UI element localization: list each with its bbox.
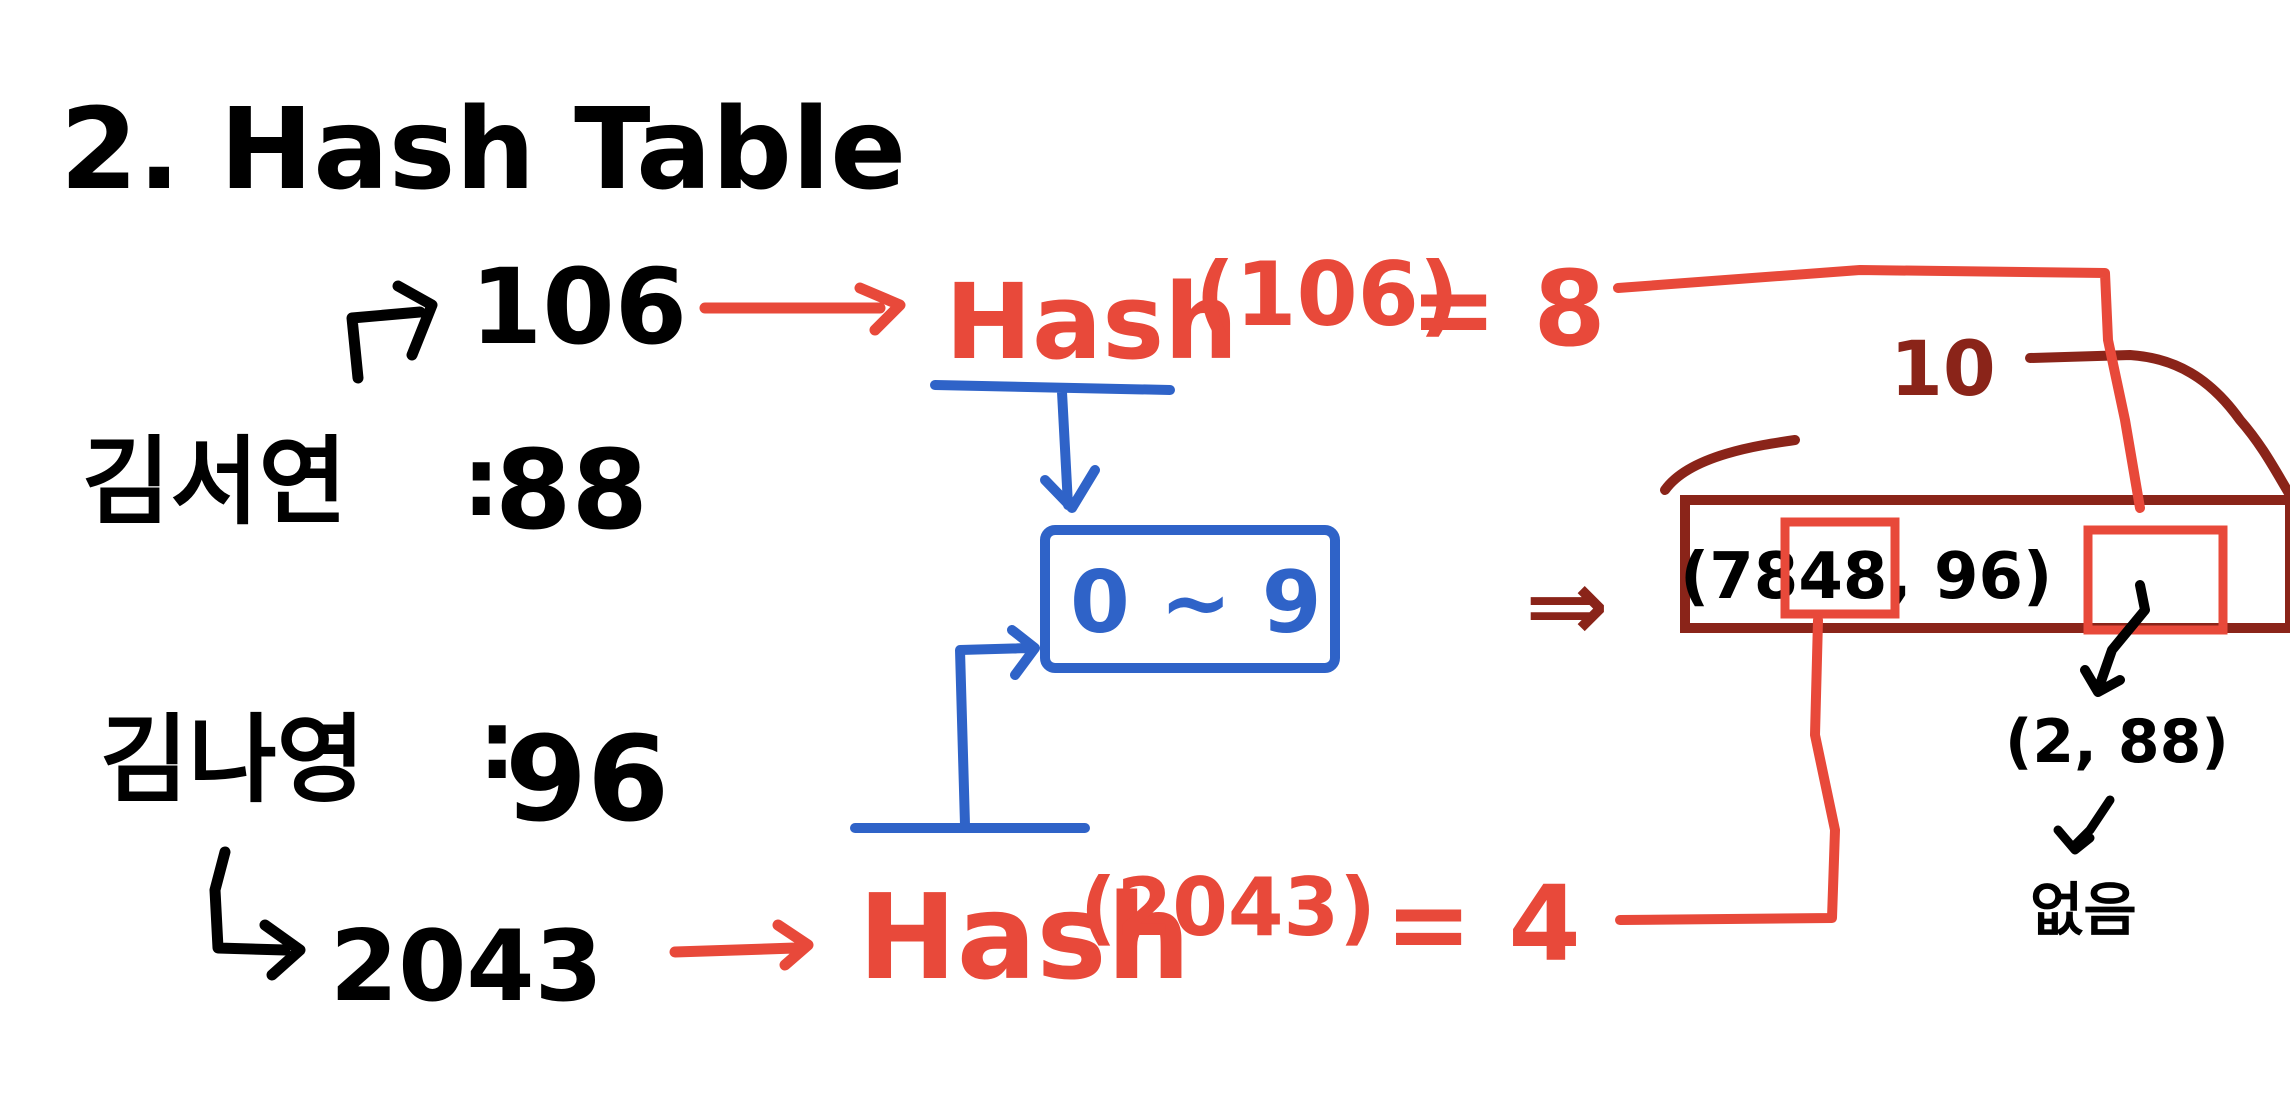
range-arrow-top — [930, 380, 1175, 513]
slot-8-highlight — [2083, 525, 2228, 635]
key-106-connector — [346, 280, 438, 384]
connector-result-8-to-slot-8 — [1613, 265, 2145, 513]
slot-8-chain-end: 없음 — [2030, 876, 2137, 944]
student-2-name: 김나영 — [100, 704, 365, 816]
hash-106-result: = 8 — [1410, 248, 1606, 370]
hash-106-label: Hash — [945, 261, 1238, 383]
student-2-score: 96 — [505, 710, 669, 848]
table-size-bracket — [1660, 350, 2290, 500]
range-arrow-bottom — [850, 625, 1090, 833]
arrow-key106-to-hash — [699, 282, 906, 336]
key-106-label: 106 — [470, 246, 687, 368]
hash-2043-label: Hash — [858, 868, 1191, 1006]
slot-4-entries: (7848, 96) — [1680, 540, 2052, 614]
implies-arrow: ⇒ — [1525, 547, 1609, 664]
arrow-key2043-to-hash — [669, 919, 814, 971]
hash-range-label: 0 ~ 9 — [1070, 553, 1322, 653]
key-2043-label: 2043 — [330, 910, 603, 1024]
slot-8-chain-entry: (2, 88) — [2005, 707, 2229, 777]
hash-2043-argument: (2043) — [1080, 861, 1376, 954]
key-2043-connector — [209, 846, 306, 981]
student-1-colon: : — [462, 426, 500, 538]
hash-range-box — [1040, 525, 1340, 673]
student-2-colon: : — [478, 689, 516, 801]
slot-8-chain-link — [2053, 795, 2115, 855]
student-1-score: 88 — [495, 426, 648, 554]
connector-result-4-to-slot-4 — [1615, 615, 1840, 925]
page-title: 2. Hash Table — [60, 85, 906, 215]
hash-2043-result: = 4 — [1385, 863, 1581, 985]
hash-106-argument: (106) — [1195, 243, 1459, 346]
student-1-name: 김서연 — [82, 426, 347, 538]
hash-table-array — [1680, 495, 2290, 633]
slot-4-highlight — [1780, 517, 1900, 619]
slot-8-chain-arrow — [2080, 580, 2150, 697]
table-size-label: 10 — [1890, 324, 1996, 413]
